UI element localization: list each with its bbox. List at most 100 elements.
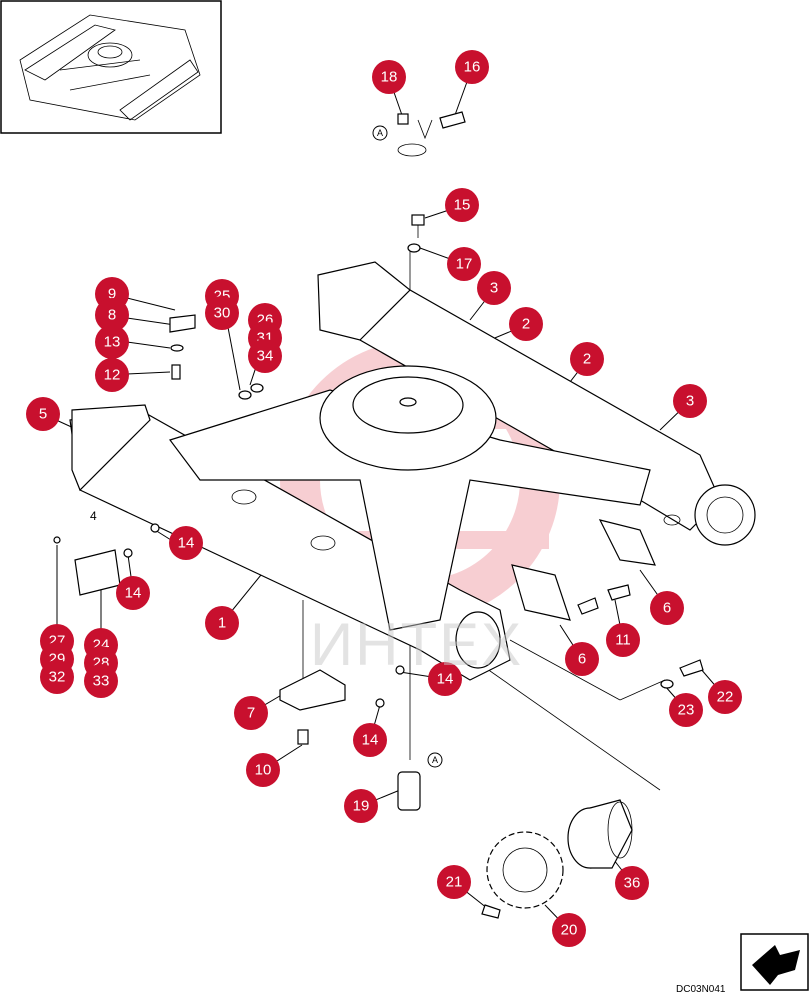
callout-badge — [509, 307, 543, 341]
callout-badge — [205, 296, 239, 330]
callout-number: 12 — [104, 367, 121, 384]
rotary-joint: A — [397, 752, 443, 811]
callout-number: 30 — [214, 305, 231, 322]
covers — [511, 519, 656, 621]
travel-motor — [567, 799, 633, 869]
callout-16: 16 — [455, 50, 489, 84]
callout-number: 16 — [464, 59, 481, 76]
callout-badge — [428, 662, 462, 696]
callout-badge — [650, 591, 684, 625]
watermark-text: ИНТЕХ — [310, 611, 524, 678]
callout-6: 6 — [565, 642, 599, 676]
callout-badge — [205, 606, 239, 640]
callout-number: 1 — [218, 615, 226, 632]
callout-badge — [708, 680, 742, 714]
callout-number: 15 — [454, 197, 471, 214]
callout-14: 14 — [353, 723, 387, 757]
callout-badge — [445, 188, 479, 222]
callout-badge — [606, 623, 640, 657]
callout-number: 21 — [446, 874, 463, 891]
callout-number: 13 — [104, 334, 121, 351]
callout-badge — [455, 50, 489, 84]
callout-number: 6 — [578, 651, 586, 668]
thumbnail-inset — [0, 0, 222, 134]
callout-14: 14 — [116, 576, 150, 610]
callout-badge — [344, 789, 378, 823]
label-a-top: A — [377, 128, 383, 138]
sprocket — [481, 831, 564, 919]
callout-badge — [95, 358, 129, 392]
bolts-right — [577, 584, 704, 689]
callout-number: 34 — [257, 348, 274, 365]
callout-badge — [673, 384, 707, 418]
callout-5: 5 — [26, 397, 60, 431]
callout-number: 2 — [522, 316, 530, 333]
callout-badge — [116, 576, 150, 610]
callout-badge — [477, 271, 511, 305]
callout-badge — [84, 664, 118, 698]
callout-19: 19 — [344, 789, 378, 823]
callout-22: 22 — [708, 680, 742, 714]
left-small-parts — [53, 314, 405, 708]
callout-32: 32 — [40, 660, 74, 694]
callout-number: 14 — [125, 585, 142, 602]
callout-17: 17 — [447, 247, 481, 281]
callout-33: 33 — [84, 664, 118, 698]
callout-badge — [570, 342, 604, 376]
callout-number: 10 — [255, 762, 272, 779]
callout-30: 30 — [205, 296, 239, 330]
callout-14: 14 — [169, 526, 203, 560]
callout-badge — [372, 60, 406, 94]
callout-number: 18 — [381, 69, 398, 86]
callout-number: 14 — [362, 732, 379, 749]
callout-3: 3 — [477, 271, 511, 305]
callout-badge — [40, 660, 74, 694]
callout-2: 2 — [509, 307, 543, 341]
callout-number: 19 — [353, 798, 370, 815]
callout-number: 5 — [39, 406, 47, 423]
callout-number: 2 — [583, 351, 591, 368]
callout-36: 36 — [615, 866, 649, 900]
callout-badge — [447, 247, 481, 281]
callout-badge — [353, 723, 387, 757]
callout-number: 17 — [456, 256, 473, 273]
callout-number: 7 — [247, 705, 255, 722]
callout-number: 36 — [624, 875, 641, 892]
callout-20: 20 — [552, 913, 586, 947]
drawing-code: DC03N041 — [676, 984, 726, 995]
callout-7: 7 — [234, 696, 268, 730]
track-guide — [279, 669, 346, 745]
callout-13: 13 — [95, 325, 129, 359]
label-a-bottom: A — [432, 755, 438, 765]
callout-badge — [615, 866, 649, 900]
callout-15: 15 — [445, 188, 479, 222]
callout-number: 3 — [490, 280, 498, 297]
callout-badge — [669, 693, 703, 727]
callout-number: 9 — [108, 286, 116, 303]
callout-number: 6 — [663, 600, 671, 617]
callout-number: 32 — [49, 669, 66, 686]
callout-number: 11 — [615, 632, 631, 649]
direction-arrow-icon — [740, 933, 809, 991]
callout-badge — [552, 913, 586, 947]
callout-18: 18 — [372, 60, 406, 94]
track-frame — [69, 261, 756, 681]
callout-number: 20 — [561, 922, 578, 939]
callout-3: 3 — [673, 384, 707, 418]
callout-badge — [26, 397, 60, 431]
callout-badge — [248, 339, 282, 373]
callout-1: 1 — [205, 606, 239, 640]
callout-12: 12 — [95, 358, 129, 392]
callout-number: 33 — [93, 673, 110, 690]
callout-6: 6 — [650, 591, 684, 625]
callout-badge — [234, 696, 268, 730]
callout-10: 10 — [246, 753, 280, 787]
callout-number: 22 — [717, 689, 734, 706]
callout-badge — [565, 642, 599, 676]
top-hardware: A — [372, 111, 466, 253]
callout-number: 8 — [108, 307, 116, 324]
callout-11: 11 — [606, 623, 640, 657]
dim-label-4: 4 — [90, 509, 97, 523]
callout-badge — [95, 325, 129, 359]
